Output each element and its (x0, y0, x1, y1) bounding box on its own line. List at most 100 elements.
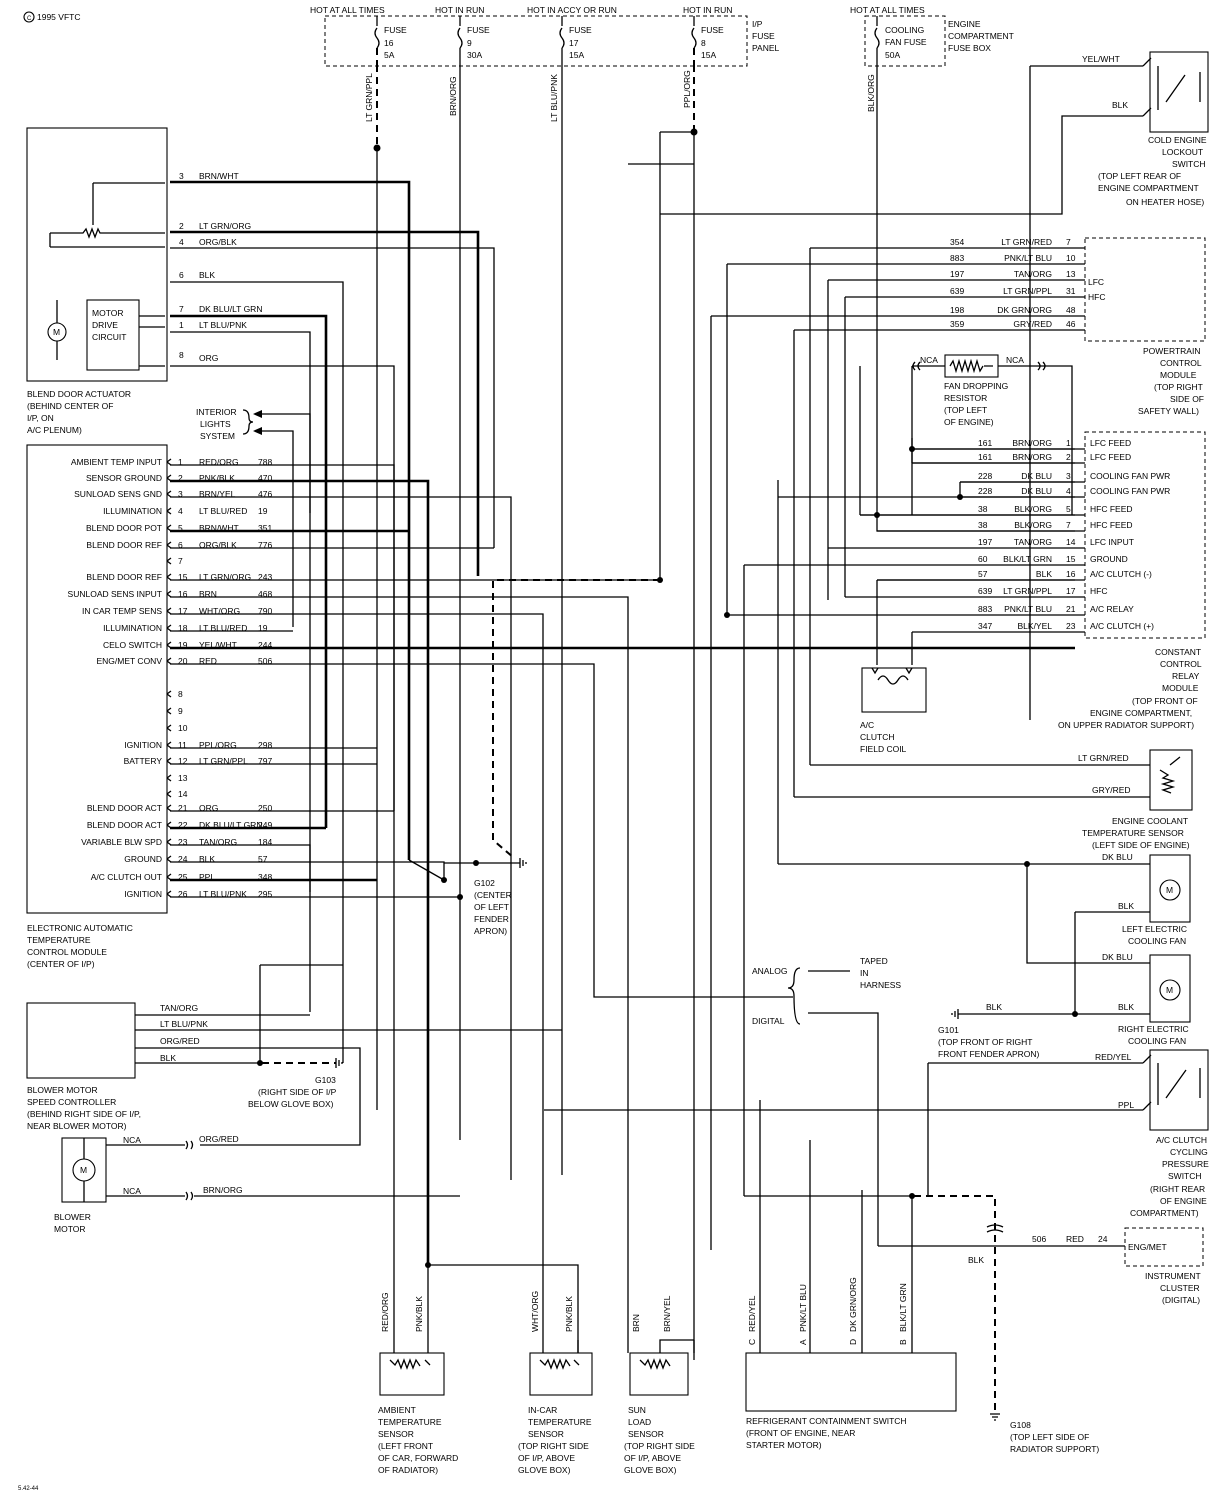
svg-text:6: 6 (178, 540, 183, 550)
svg-text:FRONT FENDER APRON): FRONT FENDER APRON) (938, 1049, 1040, 1059)
svg-text:3: 3 (179, 171, 184, 181)
svg-text:TAPED: TAPED (860, 956, 888, 966)
svg-text:50A: 50A (885, 50, 900, 60)
svg-text:DK BLU/LT GRN: DK BLU/LT GRN (199, 820, 262, 830)
engine-coolant-temp-sensor: LT GRN/RED GRY/RED ENGINE COOLANT TEMPER… (794, 749, 1193, 850)
svg-text:LT BLU/PNK: LT BLU/PNK (199, 889, 247, 899)
svg-text:228: 228 (978, 486, 992, 496)
svg-text:GROUND: GROUND (124, 854, 162, 864)
svg-text:LT BLU/RED: LT BLU/RED (199, 506, 247, 516)
svg-text:LOAD: LOAD (628, 1417, 651, 1427)
svg-text:M: M (53, 327, 60, 337)
svg-text:298: 298 (258, 740, 272, 750)
svg-text:(DIGITAL): (DIGITAL) (1162, 1295, 1200, 1305)
svg-text:PANEL: PANEL (752, 43, 780, 53)
svg-text:(TOP FRONT OF: (TOP FRONT OF (1132, 696, 1198, 706)
svg-text:797: 797 (258, 756, 272, 766)
svg-text:RED/YEL: RED/YEL (1095, 1052, 1132, 1062)
svg-text:COOLING FAN PWR: COOLING FAN PWR (1090, 471, 1170, 481)
svg-text:46: 46 (1066, 319, 1076, 329)
svg-text:ORG/RED: ORG/RED (199, 1134, 239, 1144)
svg-text:(TOP LEFT REAR OF: (TOP LEFT REAR OF (1098, 171, 1181, 181)
diagram-code: 5.42-44 (18, 1486, 39, 1492)
svg-text:8: 8 (701, 38, 706, 48)
svg-text:(TOP RIGHT SIDE: (TOP RIGHT SIDE (624, 1441, 695, 1451)
svg-text:LT GRN/PPL: LT GRN/PPL (199, 756, 248, 766)
svg-text:38: 38 (978, 504, 988, 514)
svg-text:SENSOR GROUND: SENSOR GROUND (86, 473, 162, 483)
svg-text:GROUND: GROUND (1090, 554, 1128, 564)
svg-text:INTERIOR: INTERIOR (196, 407, 237, 417)
svg-text:ENGINE COMPARTMENT: ENGINE COMPARTMENT (1098, 183, 1199, 193)
svg-text:15: 15 (1066, 554, 1076, 564)
svg-text:A/C CLUTCH (+): A/C CLUTCH (+) (1090, 621, 1154, 631)
svg-text:(TOP RIGHT SIDE: (TOP RIGHT SIDE (518, 1441, 589, 1451)
svg-text:NCA: NCA (1006, 355, 1024, 365)
ac-clutch-field-coil: A/C CLUTCH FIELD COIL (860, 667, 927, 754)
svg-text:COLD ENGINE: COLD ENGINE (1148, 135, 1207, 145)
svg-text:5: 5 (1066, 504, 1071, 514)
svg-text:M: M (1166, 885, 1173, 895)
svg-text:20: 20 (178, 656, 188, 666)
svg-text:C: C (747, 1339, 757, 1345)
svg-text:(BEHIND CENTER OF: (BEHIND CENTER OF (27, 401, 113, 411)
svg-text:PNK/BLK: PNK/BLK (414, 1296, 424, 1332)
svg-text:BELOW GLOVE BOX): BELOW GLOVE BOX) (248, 1099, 334, 1109)
svg-text:TAN/ORG: TAN/ORG (160, 1003, 198, 1013)
svg-text:RIGHT ELECTRIC: RIGHT ELECTRIC (1118, 1024, 1189, 1034)
svg-text:470: 470 (258, 473, 272, 483)
svg-text:LIGHTS: LIGHTS (200, 419, 231, 429)
svg-text:ILLUMINATION: ILLUMINATION (103, 506, 162, 516)
svg-text:ORG/BLK: ORG/BLK (199, 540, 237, 550)
svg-text:15A: 15A (701, 50, 716, 60)
svg-text:DK GRN/ORG: DK GRN/ORG (848, 1277, 858, 1332)
svg-text:BRN/YEL: BRN/YEL (662, 1295, 672, 1332)
right-fan-motor-icon (1159, 979, 1181, 1001)
svg-text:LOCKOUT: LOCKOUT (1162, 147, 1203, 157)
svg-text:G102: G102 (474, 878, 495, 888)
svg-text:DK BLU: DK BLU (1102, 852, 1133, 862)
svg-text:COMPARTMENT: COMPARTMENT (948, 31, 1014, 41)
svg-text:D: D (848, 1339, 858, 1345)
svg-text:HOT IN ACCY OR RUN: HOT IN ACCY OR RUN (527, 5, 617, 15)
svg-text:A/C CLUTCH: A/C CLUTCH (1156, 1135, 1207, 1145)
svg-text:LEFT ELECTRIC: LEFT ELECTRIC (1122, 924, 1187, 934)
svg-text:BRN: BRN (199, 589, 217, 599)
svg-text:244: 244 (258, 640, 272, 650)
svg-text:ORG: ORG (199, 803, 218, 813)
svg-text:1: 1 (1066, 438, 1071, 448)
svg-text:BRN/WHT: BRN/WHT (199, 523, 239, 533)
svg-text:PNK/LT BLU: PNK/LT BLU (1004, 604, 1052, 614)
svg-text:BLK: BLK (160, 1053, 176, 1063)
svg-text:468: 468 (258, 589, 272, 599)
svg-text:5A: 5A (384, 50, 395, 60)
copyright-text: 1995 VFTC (37, 12, 80, 22)
svg-text:IGNITION: IGNITION (124, 889, 162, 899)
svg-text:BLK: BLK (1036, 569, 1052, 579)
svg-text:243: 243 (258, 572, 272, 582)
svg-text:1: 1 (179, 320, 184, 330)
svg-text:A/C PLENUM): A/C PLENUM) (27, 425, 82, 435)
svg-text:BRN/ORG: BRN/ORG (1012, 452, 1052, 462)
svg-text:(CENTER OF I/P): (CENTER OF I/P) (27, 959, 95, 969)
svg-text:OF I/P, ABOVE: OF I/P, ABOVE (624, 1453, 681, 1463)
svg-text:60: 60 (978, 554, 988, 564)
fuse-9: FUSE 9 30A (457, 16, 490, 60)
svg-text:26: 26 (178, 889, 188, 899)
svg-text:HFC: HFC (1088, 292, 1105, 302)
svg-text:M: M (1166, 985, 1173, 995)
svg-text:HOT AT ALL TIMES: HOT AT ALL TIMES (850, 5, 925, 15)
svg-text:RED: RED (1066, 1234, 1084, 1244)
svg-text:LFC FEED: LFC FEED (1090, 438, 1131, 448)
svg-text:19: 19 (258, 623, 268, 633)
refrigerant-containment-switch: C RED/YEL A PNK/LT BLU D DK GRN/ORG B BL… (745, 1100, 957, 1450)
svg-text:OF RADIATOR): OF RADIATOR) (378, 1465, 438, 1475)
svg-text:790: 790 (258, 606, 272, 616)
svg-text:17: 17 (569, 38, 579, 48)
svg-text:CLUSTER: CLUSTER (1160, 1283, 1200, 1293)
svg-text:BATTERY: BATTERY (124, 756, 163, 766)
